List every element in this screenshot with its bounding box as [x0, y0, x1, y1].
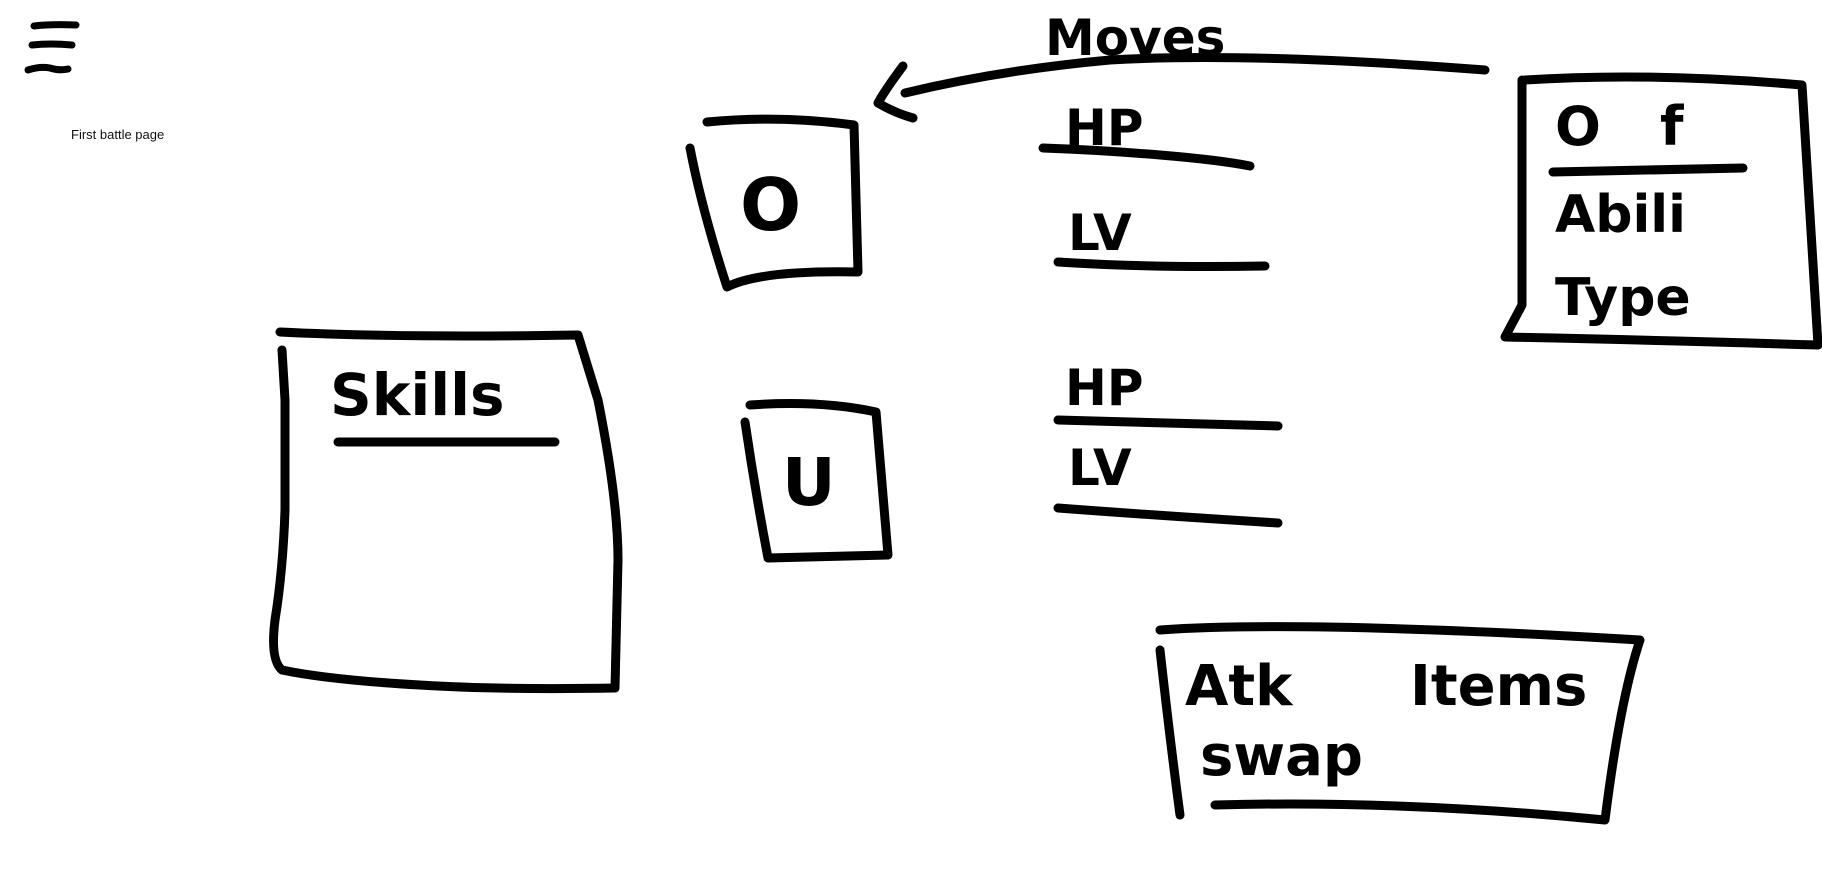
page-title: First battle page [71, 127, 165, 142]
player-lv-bar [1053, 503, 1283, 528]
enemy-sprite-letter: O [740, 163, 801, 247]
swap-button[interactable]: swap [1200, 724, 1363, 789]
moves-hint: Moves [873, 9, 1490, 123]
enemy-sprite-frame [685, 114, 863, 292]
enemy-lv-label: LV [1068, 204, 1132, 262]
enemy-stats: HP LV [1038, 99, 1270, 271]
enemy-sprite[interactable]: O [685, 114, 863, 292]
player-sprite-letter: U [782, 444, 836, 521]
info-panel-frame [1500, 72, 1822, 350]
info-panel: O f Abili Type [1500, 72, 1822, 350]
moves-arrow-line [900, 53, 1490, 98]
menu-button[interactable] [20, 18, 82, 80]
info-gender-text: f [1660, 95, 1684, 158]
enemy-lv-bar [1053, 257, 1270, 271]
info-divider [1548, 163, 1748, 177]
skills-panel-frame [269, 327, 623, 694]
skills-panel[interactable]: Skills [269, 327, 623, 694]
info-name-text: O [1555, 95, 1601, 158]
action-menu: Atk Items swap [1155, 622, 1645, 825]
items-button[interactable]: Items [1410, 654, 1587, 719]
player-stats: HP LV [1053, 359, 1283, 528]
action-menu-frame [1155, 622, 1645, 825]
hamburger-menu-icon [24, 21, 80, 74]
skills-title: Skills [330, 361, 505, 429]
moves-arrowhead-icon [873, 61, 918, 123]
player-hp-bar [1053, 415, 1283, 431]
player-sprite-frame [740, 399, 893, 563]
enemy-hp-bar [1038, 143, 1255, 171]
action-menu-frame-left [1155, 645, 1185, 820]
player-hp-label: HP [1065, 359, 1144, 417]
player-sprite[interactable]: U [740, 399, 893, 563]
info-ability-text: Abili [1555, 185, 1686, 245]
info-type-text: Type [1555, 268, 1691, 328]
player-lv-label: LV [1068, 439, 1132, 497]
atk-button[interactable]: Atk [1185, 654, 1294, 719]
